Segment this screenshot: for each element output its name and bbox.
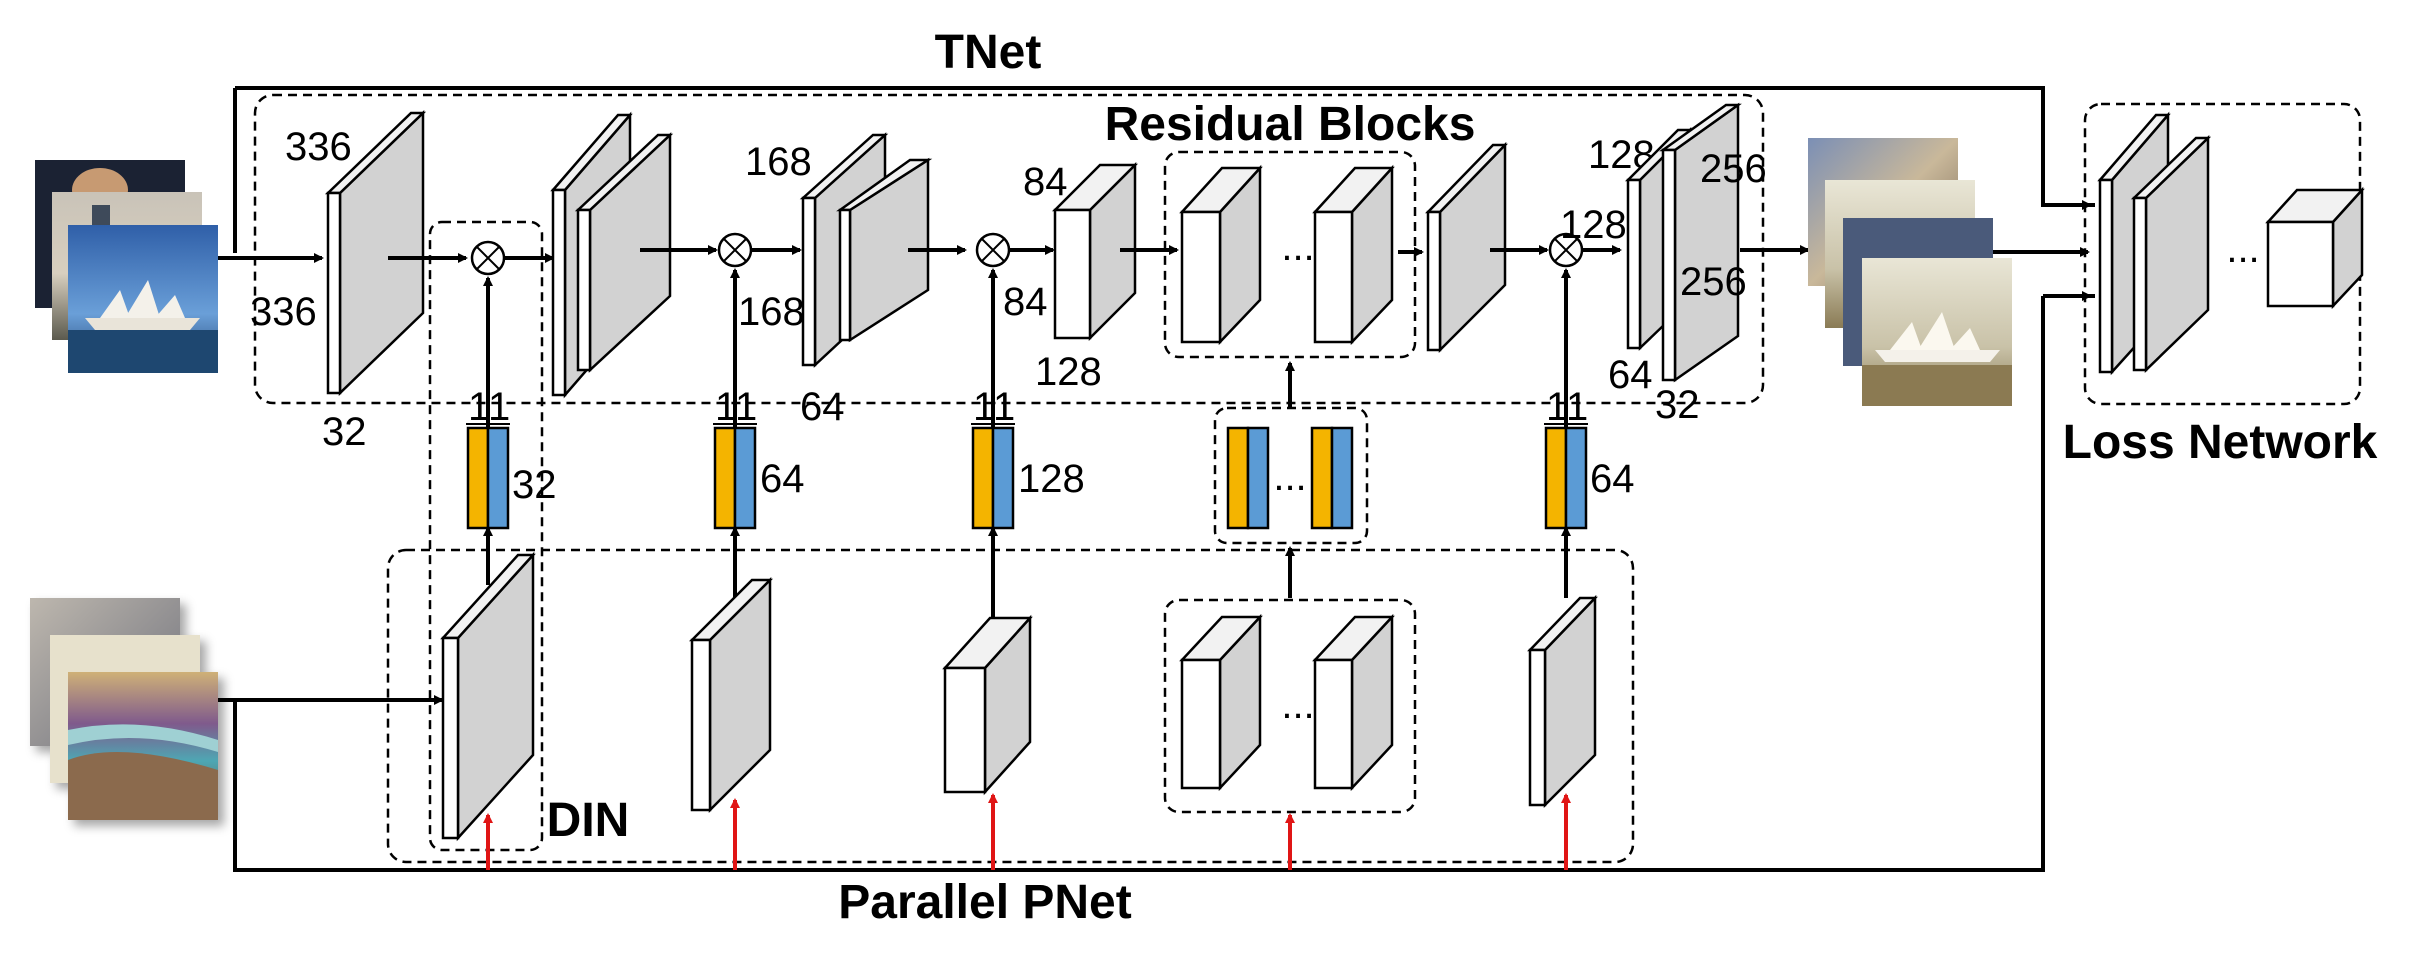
pnet-block-4	[1527, 594, 1598, 809]
vec2-top-b: 1	[735, 385, 757, 429]
loss-network-block-1	[2097, 111, 2212, 376]
loss-network-title: Loss Network	[2063, 416, 2378, 469]
dim-s2-w: 168	[738, 290, 805, 334]
residual-block-1	[1179, 164, 1263, 346]
param-vector-1	[466, 423, 510, 530]
vec4-top-a: 1	[1546, 385, 1568, 429]
parallel-pnet-title: Parallel PNet	[838, 876, 1132, 929]
dim-out-w: 256	[1680, 260, 1747, 304]
dim-in-h: 336	[285, 125, 352, 169]
dim-out-h: 256	[1700, 147, 1767, 191]
dim-up-c: 64	[1608, 353, 1653, 397]
loss-network-block-n	[2265, 186, 2365, 310]
residual-blocks-title: Residual Blocks	[1105, 98, 1476, 151]
loss-ellipsis: ...	[2226, 227, 2259, 271]
vec2-channels: 64	[760, 457, 805, 501]
pnet-block-1	[440, 551, 536, 842]
param-vector-2	[713, 423, 757, 530]
pnet-residual-block-n	[1312, 613, 1395, 792]
vec4-top-b: 1	[1566, 385, 1588, 429]
tnet-title: TNet	[935, 26, 1042, 79]
param-vector-3	[971, 423, 1015, 530]
dim-s3-h: 84	[1023, 160, 1068, 204]
vec4-channels: 64	[1590, 457, 1635, 501]
tnet-conv-block-1	[324, 110, 427, 396]
dim-s2-h: 168	[745, 140, 812, 184]
pnet-block-2	[688, 576, 774, 814]
dim-in-w: 336	[250, 290, 317, 334]
circle-times-icon	[470, 240, 506, 276]
residual-block-n	[1312, 164, 1395, 346]
residual-ellipsis: ...	[1281, 225, 1314, 269]
vec1-top-b: 1	[488, 385, 510, 429]
dim-s3-w: 84	[1003, 280, 1048, 324]
tnet-conv-block-5	[1425, 141, 1508, 354]
stylized-output-images	[1808, 138, 2012, 406]
vec3-channels: 128	[1018, 457, 1085, 501]
pnet-residual-ellipsis: ...	[1281, 683, 1314, 727]
tnet-conv-block-3	[799, 132, 933, 368]
dim-out-c: 32	[1655, 383, 1700, 427]
tnet-conv-block-4	[1051, 161, 1139, 342]
circle-times-icon	[975, 232, 1011, 268]
style-images	[30, 598, 218, 820]
param-vector-residual	[1226, 426, 1354, 530]
tnet-conv-block-2	[550, 111, 674, 399]
pnet-dashed-box	[386, 548, 1635, 864]
vec1-top-a: 1	[468, 385, 490, 429]
dim-s2-c: 64	[800, 385, 845, 429]
circle-times-icon	[717, 232, 753, 268]
content-images	[35, 160, 218, 373]
vec1-channels: 32	[512, 463, 557, 507]
vec2-top-a: 1	[715, 385, 737, 429]
vec3-top-b: 1	[993, 385, 1015, 429]
dim-s3-c: 128	[1035, 350, 1102, 394]
dim-in-c: 32	[322, 410, 367, 454]
din-title: DIN	[547, 794, 630, 847]
dim-up-w: 128	[1560, 203, 1627, 247]
vector-ellipsis: ...	[1273, 455, 1306, 499]
vec3-top-a: 1	[973, 385, 995, 429]
pnet-block-3	[942, 614, 1033, 796]
pnet-residual-dashed-box	[1163, 598, 1417, 814]
tnet-conv-block-6	[1624, 102, 1742, 383]
param-vector-4	[1544, 423, 1588, 530]
pnet-residual-block-1	[1179, 613, 1263, 792]
